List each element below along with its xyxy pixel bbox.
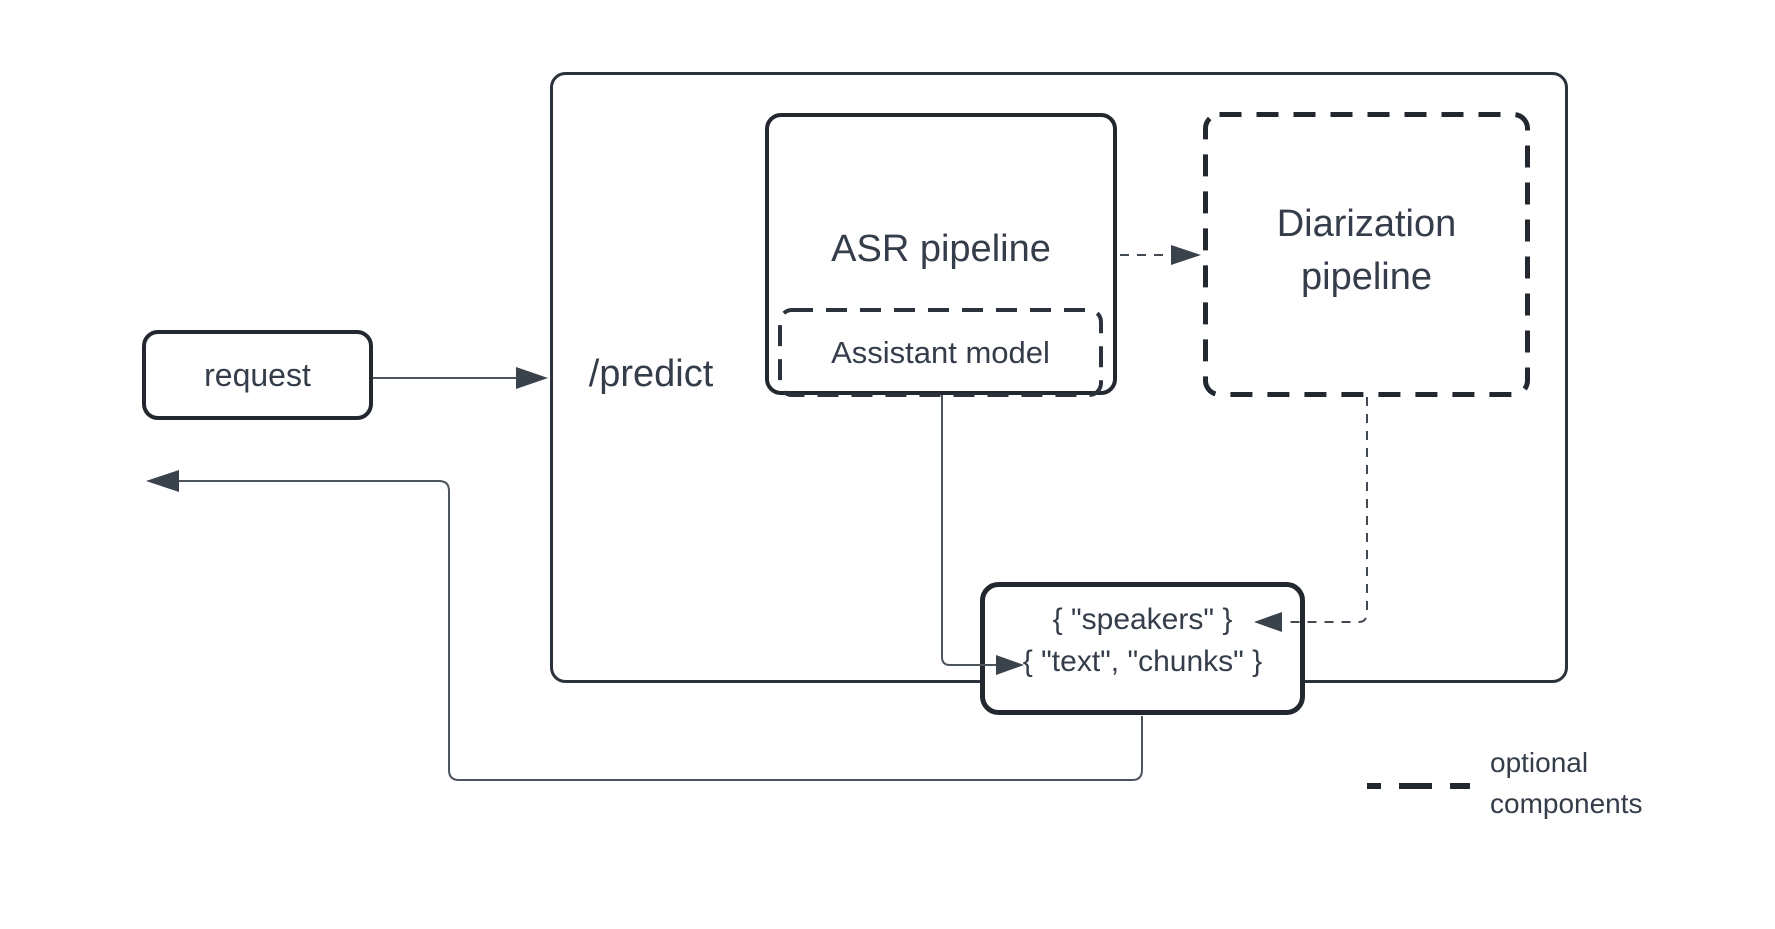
- predict-label: /predict: [588, 353, 714, 395]
- arrowhead-request-to-predict: [516, 367, 548, 389]
- output-text-chunks-line: { "text", "chunks" }: [1022, 645, 1263, 678]
- diarization-label-line2: pipeline: [1301, 256, 1432, 298]
- edge-assistant-to-output: [941, 395, 997, 666]
- arrowhead-diarization-to-output: [1254, 612, 1282, 632]
- edge-diarization-to-output: [1284, 397, 1368, 623]
- asr-pipeline-box: [765, 113, 1117, 395]
- legend-label-line2: components: [1490, 788, 1643, 819]
- assistant-model-label: Assistant model: [831, 335, 1050, 370]
- diarization-label-line1: Diarization: [1276, 203, 1457, 245]
- output-box: [980, 582, 1305, 715]
- assistant-model-box: [778, 308, 1103, 397]
- output-label: { "speakers" } { "text", "chunks" }: [980, 599, 1305, 683]
- request-box: [142, 330, 373, 420]
- legend-label: optional components: [1490, 742, 1720, 824]
- legend-label-line1: optional: [1490, 747, 1589, 778]
- edge-output-to-request: [178, 480, 1143, 781]
- arrowhead-output-to-request: [146, 470, 179, 492]
- arrowhead-assistant-to-output: [996, 655, 1024, 675]
- arrowhead-asr-to-diarization: [1171, 245, 1201, 265]
- diarization-pipeline-label: Diarization pipeline: [1203, 198, 1530, 304]
- diarization-pipeline-box: [1203, 112, 1530, 397]
- request-label: request: [204, 356, 311, 393]
- output-speakers-line: { "speakers" }: [1052, 603, 1233, 636]
- asr-pipeline-label: ASR pipeline: [831, 228, 1051, 270]
